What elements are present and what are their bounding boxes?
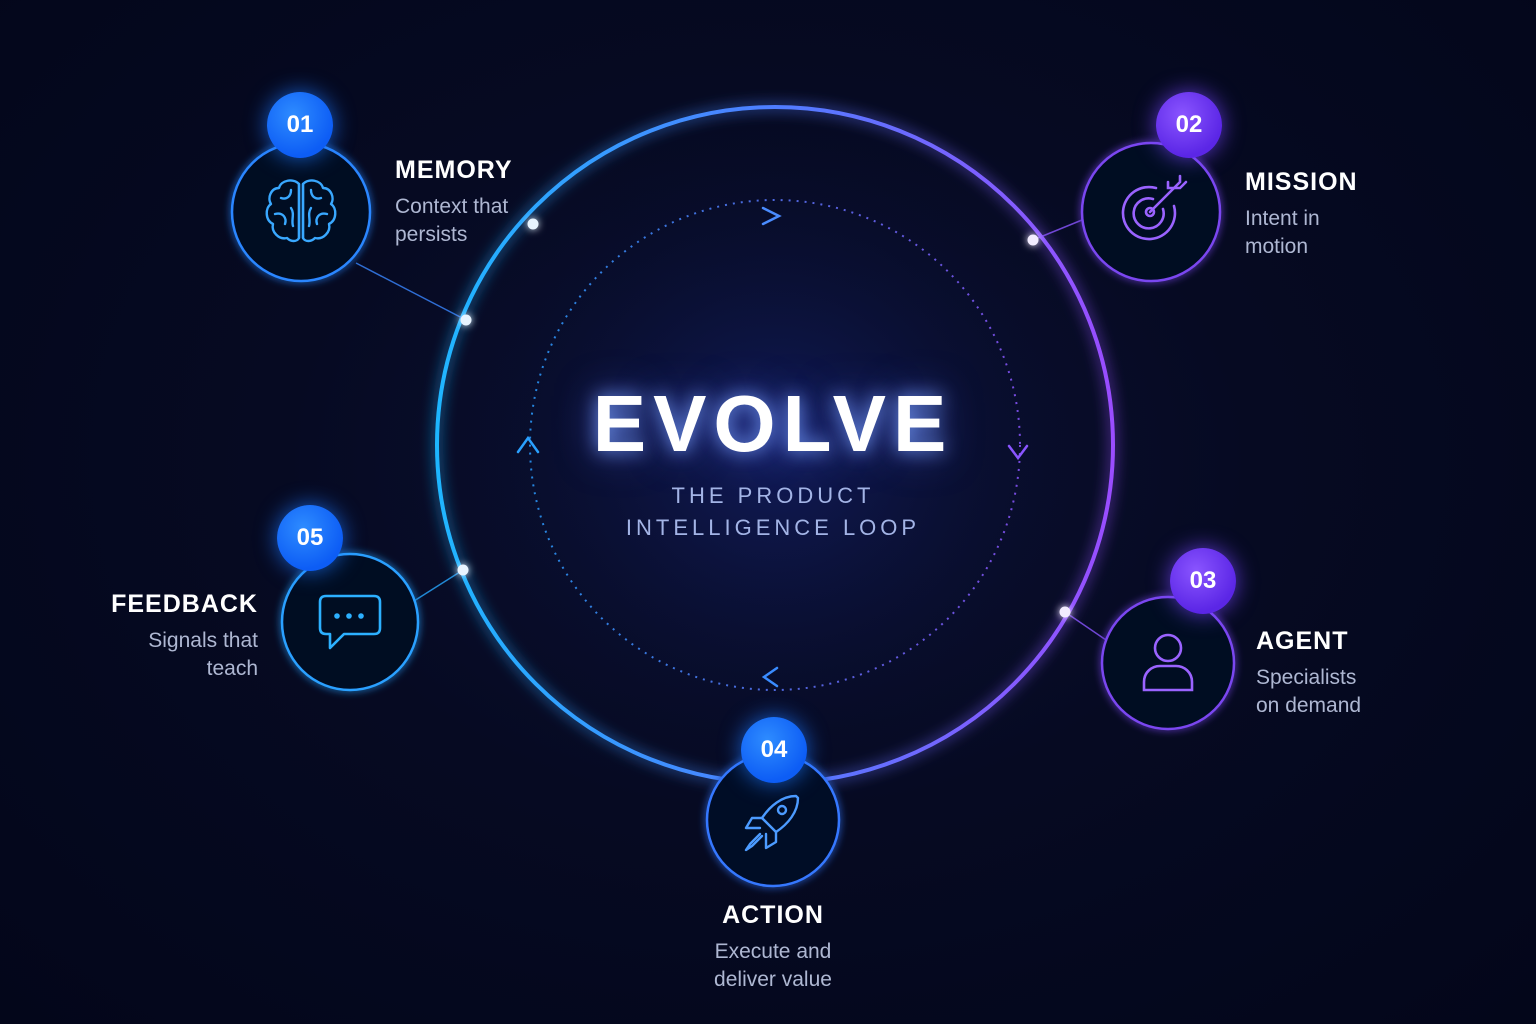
agent-label: AGENT Specialists on demand (1256, 627, 1361, 720)
arrow-top-icon (761, 206, 782, 226)
arrow-right-icon (1007, 444, 1029, 461)
feedback-title: FEEDBACK (111, 590, 258, 618)
arrow-bottom-icon (761, 666, 779, 688)
feedback-label: FEEDBACK Signals that teach (60, 590, 258, 683)
center-title: EVOLVE (592, 379, 954, 468)
connector-agent (1064, 611, 1107, 641)
chat-dot (334, 613, 340, 619)
memory-circle (230, 141, 372, 283)
center-subtitle-line2: INTELLIGENCE LOOP (625, 515, 921, 540)
mission-title: MISSION (1245, 168, 1358, 196)
ring-node (460, 314, 472, 326)
brain-icon (265, 179, 337, 243)
connector-feedback (413, 569, 464, 602)
mission-desc: Intent in motion (1245, 207, 1320, 258)
ring-node (1059, 606, 1071, 618)
step-badge-memory: 01 (267, 92, 333, 158)
arrow-left-icon (516, 435, 540, 454)
center-subtitle: THE PRODUCT INTELLIGENCE LOOP (560, 480, 986, 544)
step-badge-feedback: 05 (277, 505, 343, 571)
connector-mission (1032, 219, 1083, 241)
feedback-circle (280, 552, 420, 692)
person-icon (1142, 633, 1194, 692)
agent-circle (1100, 595, 1236, 731)
memory-label: MEMORY Context that persists (395, 156, 513, 249)
chat-dot (346, 613, 352, 619)
ring-node (1027, 234, 1039, 246)
chat-bubble-icon (318, 594, 382, 650)
agent-desc: Specialists on demand (1256, 666, 1362, 717)
feedback-desc: Signals that teach (148, 629, 258, 680)
inner-dotted-ring (529, 199, 1021, 691)
rocket-icon (744, 794, 800, 852)
memory-title: MEMORY (395, 156, 513, 184)
target-icon (1121, 174, 1188, 241)
mission-label: MISSION Intent in motion (1245, 168, 1358, 261)
step-badge-agent: 03 (1170, 548, 1236, 614)
connector-memory (355, 262, 467, 321)
ring-node (457, 564, 469, 576)
agent-title: AGENT (1256, 627, 1349, 655)
action-title: ACTION (722, 901, 824, 929)
ring-node (527, 218, 539, 230)
action-desc: Execute and deliver value (714, 940, 832, 991)
step-badge-action: 04 (741, 717, 807, 783)
step-badge-mission: 02 (1156, 92, 1222, 158)
center-subtitle-line1: THE PRODUCT (671, 483, 875, 508)
action-label: ACTION Execute and deliver value (663, 901, 883, 994)
memory-desc: Context that persists (395, 195, 509, 246)
chat-dot (358, 613, 364, 619)
